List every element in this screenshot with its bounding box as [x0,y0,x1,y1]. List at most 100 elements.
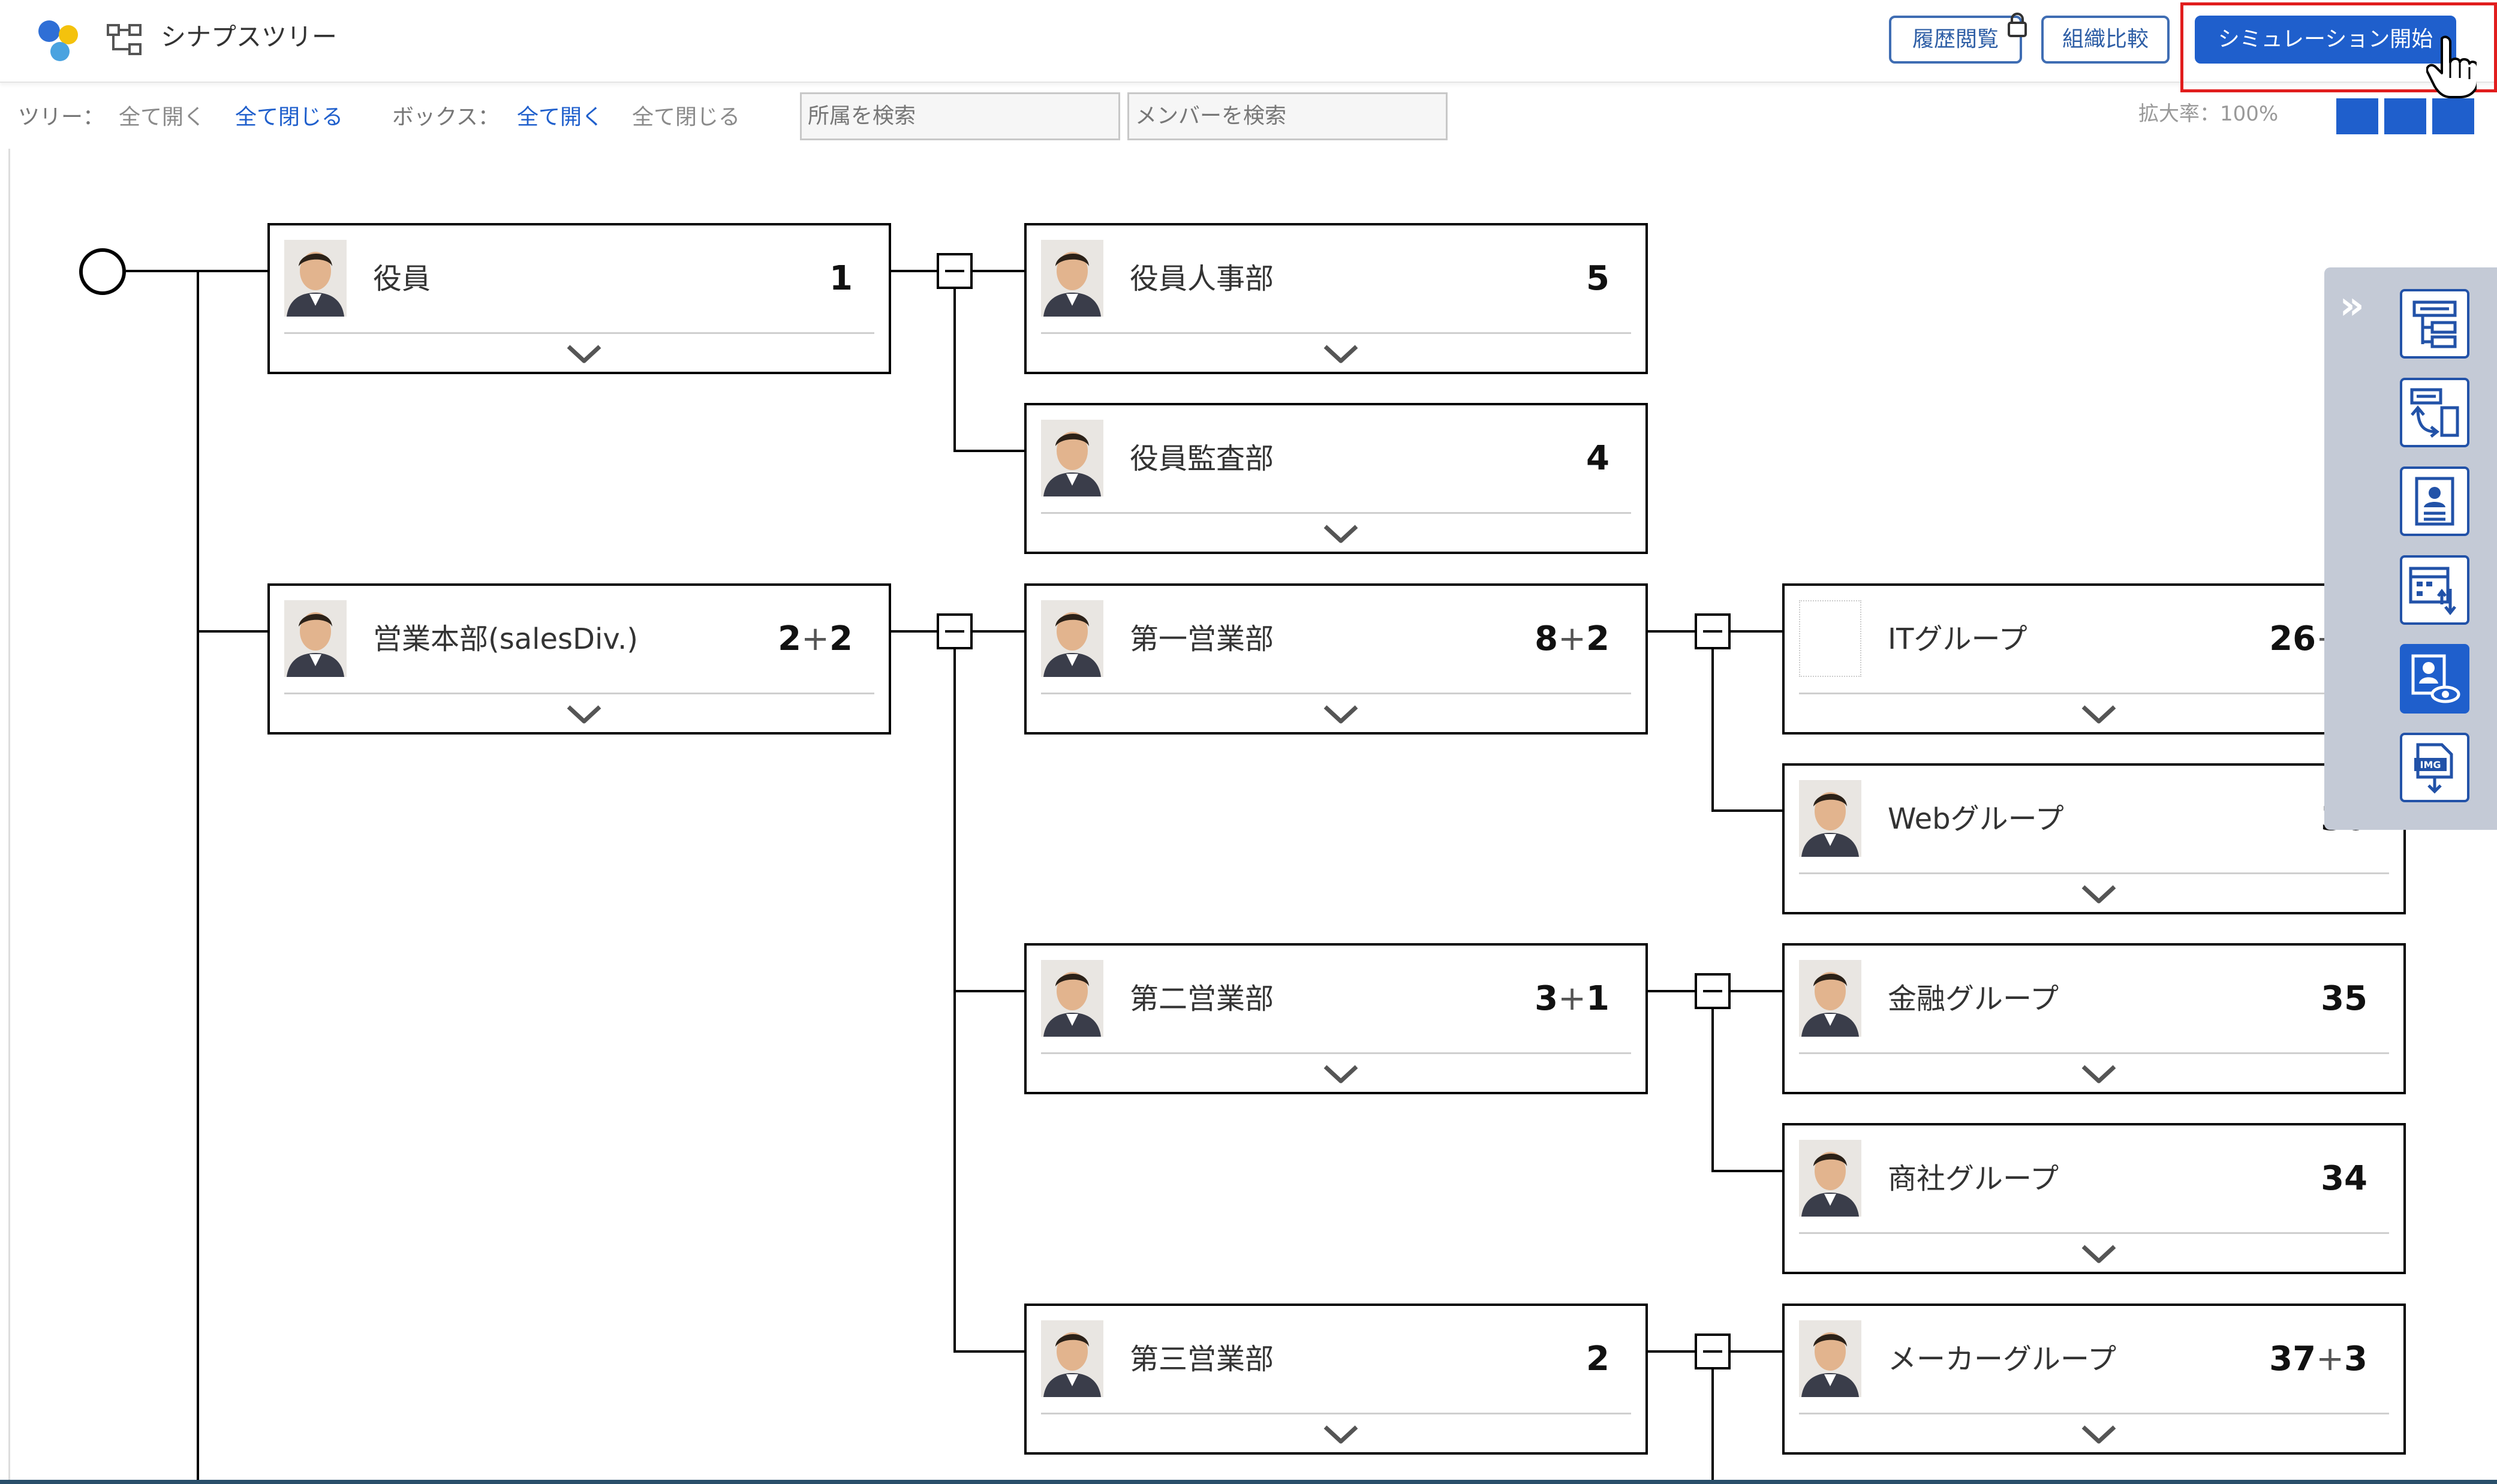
org-box-web-group[interactable]: Webグループ 30 [1782,763,2406,914]
chevron-down-icon[interactable] [2081,1063,2117,1085]
view-member-icon [2411,654,2460,703]
app-header: シナプスツリー 履歴閲覧 組織比較 シミュレーション開始 [0,0,2497,98]
chevron-down-icon[interactable] [1323,523,1359,544]
member-count: 35 [2321,979,2367,1018]
chevron-down-icon[interactable] [1323,1423,1359,1445]
member-avatar [284,240,347,317]
collapse-toggle-daiichi[interactable] [1695,613,1731,649]
org-name: メーカーグループ [1888,1342,2117,1376]
app-logo-icon [38,20,78,61]
swap-member-icon [2410,388,2459,438]
org-box-eigyo-honbu[interactable]: 営業本部(salesDiv.) 2+2 [267,583,891,735]
tree-canvas [8,149,2497,1480]
table-import-button[interactable] [2400,555,2469,625]
chevron-down-icon[interactable] [1323,343,1359,365]
view-member-button[interactable] [2400,644,2469,714]
affiliation-search-input[interactable]: 所属を検索 [800,92,1120,140]
org-chart-icon [107,24,142,55]
table-import-icon [2409,567,2456,616]
box-open-all-link[interactable]: 全て開く [517,105,604,130]
org-name: 第一営業部 [1130,622,1274,656]
org-name: 役員監査部 [1130,442,1274,475]
zoom-reset-button[interactable] [2384,98,2426,134]
tree-root-node[interactable] [79,248,126,295]
tree-toolbar: ツリー： 全て開く 全て閉じる ボックス： 全て開く 全て閉じる 所属を検索 メ… [0,86,2497,146]
svg-text:IMG: IMG [2420,759,2441,770]
hand-cursor-icon [2426,35,2477,98]
org-name: 金融グループ [1888,982,2059,1016]
org-tree-icon [2412,300,2457,348]
chevron-down-icon[interactable] [2081,1243,2117,1265]
member-count: 1 [829,259,853,298]
start-simulation-button[interactable]: シミュレーション開始 [2195,16,2456,64]
member-avatar [1799,1320,1861,1397]
collapse-toggle-yakuin[interactable] [937,253,973,289]
org-name: 役員人事部 [1130,262,1274,296]
member-avatar [1041,240,1103,317]
zoom-level: 拡大率：100% [2138,102,2279,126]
chevron-down-icon[interactable] [2081,703,2117,725]
member-avatar [1799,960,1861,1037]
member-count: 34 [2321,1159,2367,1198]
org-box-shosha-group[interactable]: 商社グループ 34 [1782,1123,2406,1274]
org-tree-button[interactable] [2400,289,2469,359]
member-avatar [1041,960,1103,1037]
image-download-button[interactable]: IMG [2400,733,2469,802]
zoom-out-button[interactable] [2432,98,2474,134]
member-avatar [1799,780,1861,857]
member-count: 2+2 [778,619,853,658]
image-download-icon: IMG [2414,743,2453,794]
member-count: 2 [1586,1339,1609,1378]
org-box-kinyu-group[interactable]: 金融グループ 35 [1782,943,2406,1094]
org-box-it-group[interactable]: ITグループ 26+1 [1782,583,2406,735]
tree-open-all-link[interactable]: 全て開く [119,105,206,130]
chevron-down-icon[interactable] [2081,1423,2117,1445]
profile-card-button[interactable] [2400,466,2469,536]
member-count: 4 [1586,439,1609,478]
lock-icon [2008,13,2027,37]
org-name: 役員 [373,262,431,296]
member-avatar [1041,420,1103,496]
collapse-toggle-daini[interactable] [1695,973,1731,1009]
member-avatar [1041,1320,1103,1397]
profile-card-icon [2415,477,2454,526]
chevron-down-icon[interactable] [2081,883,2117,905]
box-close-all-link[interactable]: 全て閉じる [632,105,741,130]
org-name: 第三営業部 [1130,1342,1274,1376]
chevron-down-icon[interactable] [1323,1063,1359,1085]
highlight-box [2180,2,2497,92]
org-box-daiichi-eigyo[interactable]: 第一営業部 8+2 [1024,583,1648,735]
chevron-down-icon[interactable] [566,343,602,365]
empty-avatar [1799,600,1861,677]
org-box-yakuin[interactable]: 役員 1 [267,223,891,374]
member-swap-button[interactable] [2400,378,2469,447]
org-name: 第二営業部 [1130,982,1274,1016]
member-avatar [1799,1140,1861,1217]
org-box-yakuin-jinji[interactable]: 役員人事部 5 [1024,223,1648,374]
member-count: 5 [1586,259,1609,298]
app-title: シナプスツリー [161,22,338,52]
member-avatar [1041,600,1103,677]
org-box-maker-group[interactable]: メーカーグループ 37+3 [1782,1304,2406,1455]
chevron-down-icon[interactable] [566,703,602,725]
history-button[interactable]: 履歴閲覧 [1889,16,2022,64]
zoom-in-button[interactable] [2336,98,2378,134]
member-count: 8+2 [1535,619,1609,658]
member-search-input[interactable]: メンバーを検索 [1127,92,1448,140]
collapse-toggle-daisan[interactable] [1695,1334,1731,1369]
org-name: 商社グループ [1888,1162,2059,1196]
org-box-daisan-eigyo[interactable]: 第三営業部 2 [1024,1304,1648,1455]
panel-collapse-icon[interactable]: » [2339,284,2364,328]
tree-close-all-link[interactable]: 全て閉じる [235,105,344,130]
box-label: ボックス： [392,105,500,130]
org-box-yakuin-kansa[interactable]: 役員監査部 4 [1024,403,1648,554]
org-box-daini-eigyo[interactable]: 第二営業部 3+1 [1024,943,1648,1094]
org-name: Webグループ [1888,802,2064,836]
member-count: 3+1 [1535,979,1609,1018]
org-name: 営業本部(salesDiv.) [373,622,638,656]
chevron-down-icon[interactable] [1323,703,1359,725]
org-compare-button[interactable]: 組織比較 [2041,16,2170,64]
collapse-toggle-eigyo-honbu[interactable] [937,613,973,649]
tree-label: ツリー： [18,105,105,130]
member-avatar [284,600,347,677]
